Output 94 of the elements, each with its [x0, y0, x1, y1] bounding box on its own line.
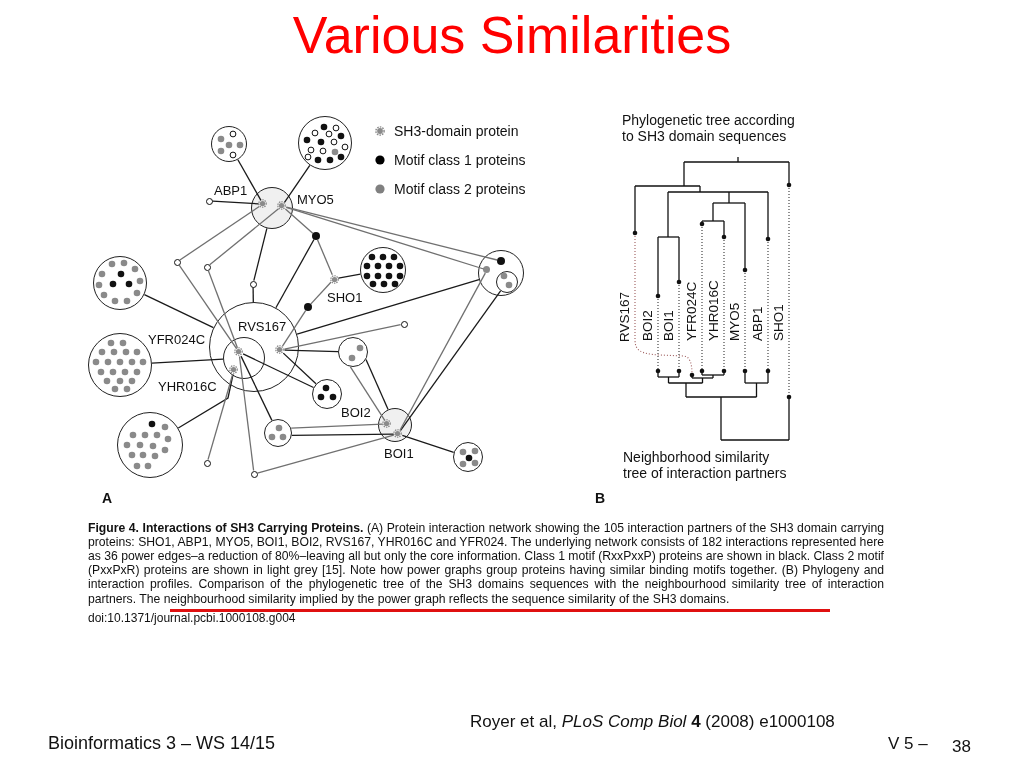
dashed-dot-icon — [228, 364, 238, 374]
legend-label: Motif class 1 proteins — [394, 152, 526, 168]
leaf-label: BOI2 — [640, 310, 655, 341]
dot-cluster-circle — [211, 126, 247, 162]
interaction-line — [284, 208, 314, 235]
protein-label: ABP1 — [214, 183, 248, 198]
tree-heading: Neighborhood similarity tree of interaction partners — [623, 449, 788, 481]
group-circle — [251, 187, 293, 229]
interaction-line — [242, 353, 315, 389]
interaction-line — [240, 355, 273, 422]
interaction-line — [283, 164, 311, 203]
interaction-line — [283, 349, 339, 353]
dashed-dot-icon — [329, 274, 339, 284]
protein-label: SHO1 — [327, 290, 363, 305]
leaf-label: ABP1 — [750, 306, 765, 341]
interaction-line — [316, 239, 333, 276]
dot-cluster-circle — [298, 116, 352, 170]
dot-cluster-circle — [312, 379, 342, 409]
interaction-line — [179, 205, 260, 261]
dashed-dot-icon — [275, 345, 285, 355]
interaction-line — [296, 278, 480, 335]
hollow-dot-icon — [250, 470, 258, 478]
interaction-line — [282, 352, 317, 385]
hollow-dot-icon — [173, 258, 181, 266]
doi-text: doi:10.1371/journal.pcbi.1000108.g004 — [88, 611, 296, 625]
leaf-label: YHR016C — [706, 280, 721, 341]
figure-caption: Figure 4. Interactions of SH3 Carrying Proteins. (A) Protein interaction network showing the 105 interaction partners of the SH3 domain carrying proteins: SHO1, ABP1, MYO5, BOI1, BOI2, RVS167, YHR016C and YFR024. The underlying network consists of 182 interactions represented here as 36 power edges–a reduction of 80%–leaving all but only the core information. Class 1 motif (RxxPxxP) proteins are shown in black. Class 2 motif (PxxPxR) proteins are shown in light grey [15]. Note how power graphs group proteins having similar binding motifs together. (B) Phylogeny and interaction profiles. Comparison of the phylogenetic tree of the SH3 domains sequences with the neighbourhood similarity tree of interaction partners. The neighbourhood similarity implied by the power graph reflects the sequence similarity of the SH3 domains. — [88, 520, 884, 606]
interaction-line — [365, 358, 389, 411]
interaction-line — [237, 159, 262, 201]
interaction-line — [177, 373, 234, 429]
protein-label: YHR016C — [158, 379, 217, 394]
legend-label: Motif class 2 proteins — [394, 181, 526, 197]
interaction-line — [290, 423, 384, 429]
legend-label: SH3-domain protein — [394, 123, 519, 139]
interaction-line — [275, 238, 315, 309]
protein-label: RVS167 — [238, 319, 287, 334]
interaction-line — [283, 324, 402, 350]
dot-cluster-circle — [453, 442, 483, 472]
dot-cluster-circle — [360, 247, 406, 293]
interaction-line — [252, 286, 254, 303]
interaction-line — [349, 366, 386, 421]
solid-dot-icon — [312, 232, 320, 240]
dot-cluster-circle — [93, 256, 147, 310]
dot-cluster-circle — [264, 419, 292, 447]
hollow-dot-icon — [203, 459, 211, 467]
citation-text: Royer et al, PLoS Comp Biol 4 (2008) e1000108 — [470, 712, 835, 732]
protein-label: YFR024C — [148, 332, 206, 347]
protein-label: MYO5 — [297, 192, 334, 207]
panel-letter: B — [595, 490, 606, 506]
interaction-line — [143, 293, 215, 329]
dashed-dot-icon — [258, 199, 268, 209]
interaction-line — [310, 281, 332, 305]
dashed-dot-icon — [382, 419, 392, 429]
protein-label: BOI2 — [341, 405, 371, 420]
leaf-label: YFR024C — [684, 281, 699, 341]
page-number: 38 — [952, 737, 971, 757]
interaction-line — [281, 309, 307, 347]
tree-heading: Phylogenetic tree according to SH3 domain sequences — [622, 112, 796, 144]
leaf-label: MYO5 — [727, 302, 742, 341]
dashed-dot-icon — [393, 429, 403, 439]
interaction-line — [399, 272, 486, 431]
solid-dot-icon — [483, 266, 491, 274]
panel-letter: A — [102, 490, 113, 506]
leaf-label: RVS167 — [617, 291, 632, 342]
dashed-dot-icon — [277, 201, 287, 211]
hollow-dot-icon — [205, 197, 213, 205]
leaf-label: SHO1 — [771, 304, 786, 341]
slide-title: Various Similarities — [292, 5, 732, 65]
interaction-line — [337, 273, 362, 279]
interaction-line — [253, 227, 268, 282]
interaction-line — [399, 290, 502, 431]
dashed-dot-icon — [233, 346, 243, 356]
footer-text: Bioinformatics 3 – WS 14/15 — [48, 733, 276, 753]
dot-cluster-circle — [495, 270, 518, 293]
interaction-line — [207, 269, 239, 349]
dot-cluster-circle — [338, 337, 368, 367]
interaction-line — [285, 206, 485, 270]
solid-dot-icon — [304, 303, 312, 311]
interaction-line — [151, 358, 224, 364]
interaction-line — [291, 433, 395, 437]
interaction-line — [256, 434, 395, 474]
interaction-line — [211, 200, 260, 205]
interaction-line — [401, 434, 455, 453]
hollow-dot-icon — [203, 263, 211, 271]
interaction-line — [207, 373, 234, 461]
solid-dot-icon — [496, 256, 505, 265]
protein-label: BOI1 — [384, 446, 414, 461]
hollow-dot-icon — [249, 280, 257, 288]
interaction-line — [209, 208, 280, 266]
footer-text: V 5 – — [888, 734, 928, 754]
interaction-line — [178, 264, 238, 349]
interaction-line — [238, 355, 255, 472]
hollow-dot-icon — [400, 320, 408, 328]
leaf-label: BOI1 — [661, 310, 676, 341]
